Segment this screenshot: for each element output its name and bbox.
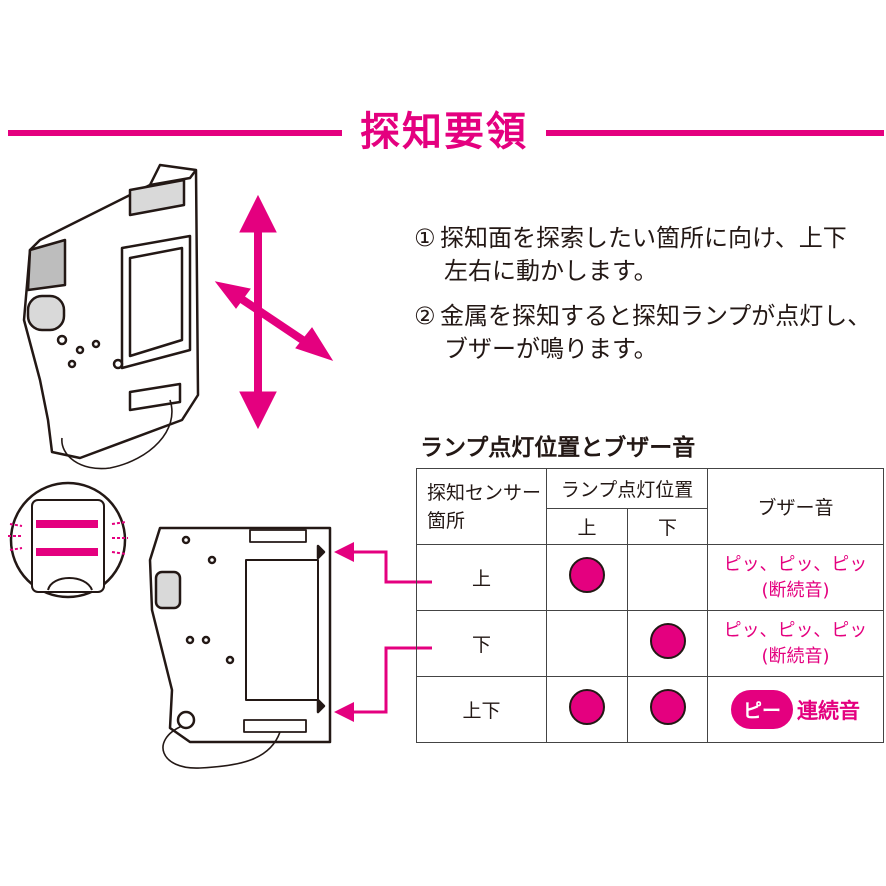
lamp-down-cell bbox=[627, 544, 708, 611]
instruction-number: ① bbox=[414, 224, 436, 252]
title-rule-left bbox=[8, 130, 342, 136]
buzzer-note: (断続音) bbox=[761, 579, 830, 601]
buzzer-continuous-label: 連続音 bbox=[797, 698, 860, 723]
detector-front-illustration bbox=[148, 526, 332, 769]
header-buzzer: ブザー音 bbox=[707, 468, 884, 545]
buzzer-cell: ピッ、ピッ、ピッ (断続音) bbox=[707, 610, 884, 677]
buzzer-cell: ピー連続音 bbox=[707, 676, 884, 743]
title-rule-right bbox=[546, 130, 884, 136]
detector-3d-illustration bbox=[22, 163, 200, 470]
instruction-text: 探知面を探索したい箇所に向け、上下 bbox=[440, 224, 847, 252]
pointer-arrows bbox=[348, 550, 432, 714]
lamp-on-dot bbox=[649, 623, 686, 659]
lamp-on-dot bbox=[569, 689, 605, 725]
lamp-on-dot bbox=[569, 557, 605, 593]
lamp-buzzer-table: 探知センサー 箇所 ランプ点灯位置 ブザー音 上 下 上 ピッ、ピッ、ピッ (断… bbox=[416, 468, 884, 743]
table-row: 上 ピッ、ピッ、ピッ (断続音) bbox=[416, 544, 884, 611]
lamp-up-cell bbox=[546, 544, 628, 611]
header-sensor-line2: 箇所 bbox=[427, 510, 466, 532]
lamp-closeup-illustration bbox=[8, 481, 128, 599]
buzzer-sound: ピッ、ピッ、ピッ bbox=[723, 553, 868, 575]
buzzer-note: (断続音) bbox=[761, 645, 830, 667]
lamp-up-cell bbox=[546, 676, 628, 743]
lamp-up-cell bbox=[546, 610, 628, 677]
table-row: 下 ピッ、ピッ、ピッ (断続音) bbox=[416, 610, 884, 677]
instruction-text-cont: ブザーが鳴ります。 bbox=[444, 335, 658, 363]
header-sensor-line1: 探知センサー bbox=[427, 482, 542, 504]
instruction-text-cont: 左右に動かします。 bbox=[444, 257, 658, 285]
header-down: 下 bbox=[627, 508, 708, 545]
motion-arrows-icon bbox=[214, 194, 334, 430]
instruction-text: 金属を探知すると探知ランプが点灯し、 bbox=[440, 302, 872, 330]
buzzer-sound: ピッ、ピッ、ピッ bbox=[723, 619, 868, 641]
header-sensor: 探知センサー 箇所 bbox=[416, 468, 547, 545]
row-sensor: 下 bbox=[416, 610, 547, 677]
instruction-number: ② bbox=[414, 302, 436, 330]
lamp-down-cell bbox=[627, 610, 708, 677]
lamp-down-cell bbox=[627, 676, 708, 743]
buzzer-cell: ピッ、ピッ、ピッ (断続音) bbox=[707, 544, 884, 611]
header-up: 上 bbox=[546, 508, 628, 545]
buzzer-pill-badge: ピー bbox=[730, 690, 793, 729]
header-lamp: ランプ点灯位置 bbox=[546, 468, 708, 509]
table-caption: ランプ点灯位置とブザー音 bbox=[420, 435, 696, 461]
row-sensor: 上 bbox=[416, 544, 547, 611]
page-title: 探知要領 bbox=[360, 109, 528, 155]
table-row: 上下 ピー連続音 bbox=[416, 676, 884, 743]
lamp-on-dot bbox=[649, 689, 686, 725]
row-sensor: 上下 bbox=[416, 676, 547, 743]
